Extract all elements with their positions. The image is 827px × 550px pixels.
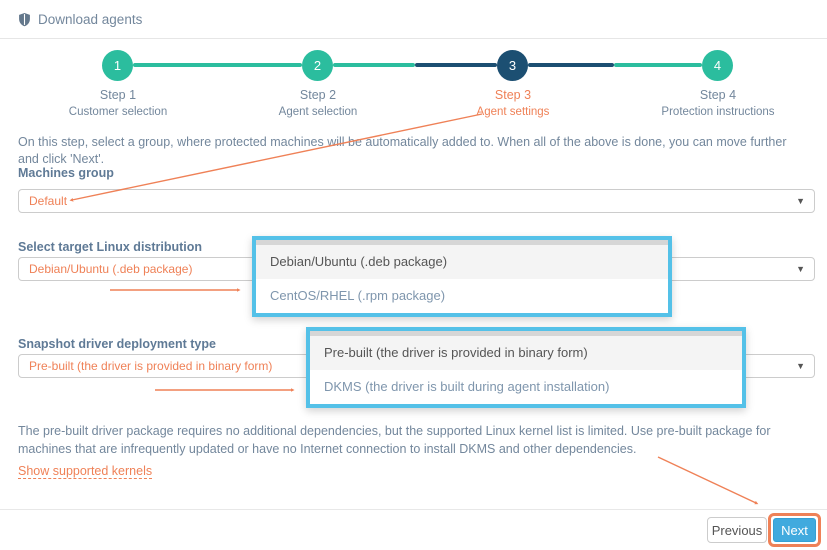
stepper-line	[133, 63, 302, 67]
step-3-indicator[interactable]: 3	[497, 50, 528, 81]
step-description: On this step, select a group, where prot…	[18, 135, 787, 166]
dropdown-option-dkms[interactable]: DKMS (the driver is built during agent i…	[310, 370, 742, 404]
step-4-indicator[interactable]: 4	[702, 50, 733, 81]
linux-distribution-value: Debian/Ubuntu (.deb package)	[29, 262, 193, 276]
page-header: Download agents	[18, 12, 142, 27]
chevron-down-icon: ▼	[796, 196, 805, 206]
step-1-label: Step 1 Customer selection	[68, 88, 168, 118]
dropdown-scroll-strip	[310, 331, 742, 336]
chevron-down-icon: ▼	[796, 264, 805, 274]
step-3-label: Step 3 Agent settings	[476, 88, 550, 118]
prebuilt-note: The pre-built driver package requires no…	[18, 424, 771, 456]
previous-button[interactable]: Previous	[707, 517, 767, 543]
linux-distribution-dropdown: Debian/Ubuntu (.deb package) CentOS/RHEL…	[252, 236, 672, 317]
chevron-down-icon: ▼	[796, 361, 805, 371]
machines-group-value: Default	[29, 194, 68, 208]
step-4-label: Step 4 Protection instructions	[661, 88, 775, 118]
header-divider	[0, 38, 827, 39]
footer-divider	[0, 509, 827, 510]
stepper-line	[415, 63, 497, 67]
page-title: Download agents	[38, 12, 143, 27]
step-1-indicator[interactable]: 1	[102, 50, 133, 81]
dropdown-option-rpm[interactable]: CentOS/RHEL (.rpm package)	[256, 279, 668, 313]
linux-distribution-label: Select target Linux distribution	[18, 240, 203, 254]
machines-group-select[interactable]: Default ▼	[18, 189, 815, 213]
step-2-indicator[interactable]: 2	[302, 50, 333, 81]
step-2-label: Step 2 Agent selection	[278, 88, 358, 118]
dropdown-option-deb[interactable]: Debian/Ubuntu (.deb package)	[256, 245, 668, 279]
next-button-highlight: Next	[768, 513, 821, 547]
show-supported-kernels-link[interactable]: Show supported kernels	[18, 464, 153, 479]
stepper-line	[333, 63, 415, 67]
driver-type-dropdown: Pre-built (the driver is provided in bin…	[306, 327, 746, 408]
stepper-line	[614, 63, 702, 67]
next-button[interactable]: Next	[773, 518, 816, 542]
stepper-line	[528, 63, 614, 67]
machines-group-label: Machines group	[18, 166, 114, 180]
driver-type-label: Snapshot driver deployment type	[18, 337, 216, 351]
dropdown-scroll-strip	[256, 240, 668, 245]
driver-type-value: Pre-built (the driver is provided in bin…	[29, 359, 273, 373]
dropdown-option-prebuilt[interactable]: Pre-built (the driver is provided in bin…	[310, 336, 742, 370]
shield-icon	[18, 12, 31, 27]
arrow-to-next-button	[657, 456, 756, 503]
